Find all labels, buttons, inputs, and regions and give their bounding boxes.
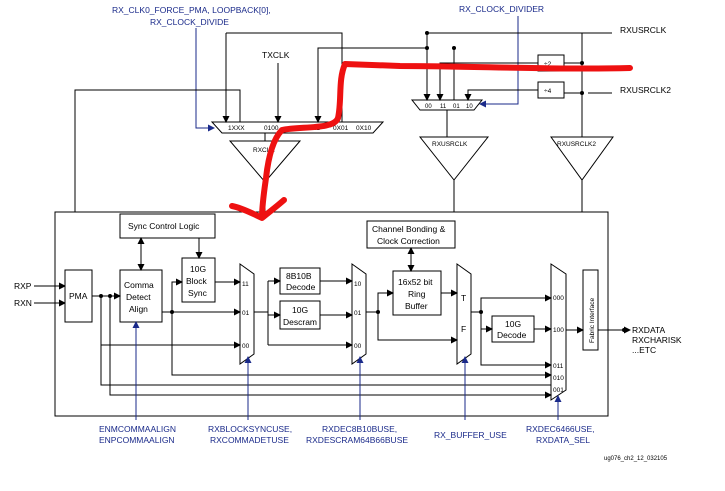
8b10b-label-2: Decode [286,282,316,292]
mux2-input-00: 00 [354,343,362,350]
rxclk-mux-input-1xxx: 1XXX [228,125,245,132]
mux2-input-01: 01 [354,310,362,317]
mux-3 [456,263,472,365]
mux-2 [351,263,367,365]
mux4-input-000: 000 [553,295,564,302]
10g-decode-label-2: Decode [497,330,527,340]
divider-mux-input-11: 11 [440,104,447,110]
ring-buffer-label-2: Ring [408,289,426,299]
rx-clock-divider-control-arrow [479,16,519,108]
comma-label-3: Align [129,304,148,314]
rxdec6466use-label: RXDEC6466USE, [526,424,595,434]
10g-decode-block [491,315,535,343]
output-etc: ...ETC [632,345,656,355]
divider-mux-input-10: 10 [466,104,473,110]
rxcommadetuse-label: RXCOMMADETUSE [210,435,289,445]
mux1-input-00: 00 [242,343,250,350]
ring-buffer-block [392,270,442,316]
control-arrows [132,321,562,420]
10g-descram-block [279,300,321,330]
mux2-input-10: 10 [354,281,362,288]
fabric-interface-label: Fabric Interface [589,297,596,343]
rxusrclk2-buffer-label: RXUSRCLK2 [557,141,596,148]
mux1-input-11: 11 [242,281,249,288]
sync-control-logic-label: Sync Control Logic [128,221,200,231]
comma-detect-align-block [119,269,163,323]
comma-label-2: Detect [126,292,151,302]
block-sync-label-3: Sync [188,288,208,298]
mux4-input-001: 001 [553,387,564,394]
rxdata-sel-label: RXDATA_SEL [536,435,590,445]
ring-buffer-label-3: Buffer [405,301,428,311]
mux4-input-011: 011 [553,363,564,370]
descram-label-1: 10G [292,305,308,315]
divider-mux-input-00: 00 [425,104,432,110]
rxp-input-label: RXP [14,281,32,291]
rxclk-mux-input-0x10: 0X10 [356,125,372,132]
rxclk-mux-input-0x01: 0X01 [333,125,349,132]
rxusrclk-buffer-label: RXUSRCLK [432,141,468,148]
mux4-input-010: 010 [553,375,564,382]
enmcommaalign-label: ENMCOMMAALIGN [99,424,176,434]
figure-id: ug076_ch2_12_032105 [604,456,668,462]
block-sync-label-2: Block [186,276,208,286]
clock-divider-mux [410,99,484,111]
channel-bonding-label-2: Clock Correction [377,236,440,246]
red-highlight-path [229,61,633,221]
8b10b-label-1: 8B10B [286,271,312,281]
clock-routing-wires [74,31,612,270]
comma-label-1: Comma [124,280,154,290]
block-sync-label-1: 10G [190,264,206,274]
rxblocksyncuse-label: RXBLOCKSYNCUSE, [208,424,292,434]
rxclk-mux-input-0100: 0100 [264,125,279,132]
divide-by-2-label: ÷2 [544,61,552,68]
enpcommaalign-label: ENPCOMMAALIGN [99,435,175,445]
divider-mux-input-01: 01 [453,104,460,110]
rx-buffer-use-label: RX_BUFFER_USE [434,430,507,440]
datapath-wires [92,237,584,399]
rx-clock-divider-label: RX_CLOCK_DIVIDER [459,4,544,14]
rx-clk0-label-line1: RX_CLK0_FORCE_PMA, LOOPBACK[0], [112,5,271,15]
fabric-interface-block [582,269,599,351]
mux3-input-f: F [461,324,466,334]
mux-1 [239,263,255,365]
mux3-input-t: T [461,293,466,303]
ring-buffer-label-1: 16x52 bit [398,277,433,287]
rxusrclk-label: RXUSRCLK [620,25,667,35]
rxusrclk2-label: RXUSRCLK2 [620,85,671,95]
rxn-input-label: RXN [14,298,32,308]
rxdescram64b66buse-label: RXDESCRAM64B66BUSE [306,435,408,445]
10g-decode-label-1: 10G [505,319,521,329]
channel-bonding-label-1: Channel Bonding & [372,224,446,234]
txclk-label: TXCLK [262,50,290,60]
divide-by-4-label: ÷4 [544,88,552,95]
mux-4 [550,263,567,401]
mux4-input-100: 100 [553,327,564,334]
channel-bonding-block [366,220,456,249]
rxclk-buffer-label: RXCLK [253,147,275,154]
rx-clk0-label-line2: RX_CLOCK_DIVIDE [150,17,229,27]
rxusrclk-buffer [418,136,490,181]
output-rxdata: RXDATA [632,325,666,335]
descram-label-2: Descram [283,317,317,327]
mux1-input-01: 01 [242,310,250,317]
output-rxcharisk: RXCHARISK [632,335,682,345]
block-sync-block [181,257,216,303]
pma-block [64,269,93,323]
rx-clk0-control-arrow [195,28,215,132]
rxdec8b10buse-label: RXDEC8B10BUSE, [322,424,397,434]
sync-control-logic-block [119,213,216,239]
pma-label: PMA [69,291,88,301]
